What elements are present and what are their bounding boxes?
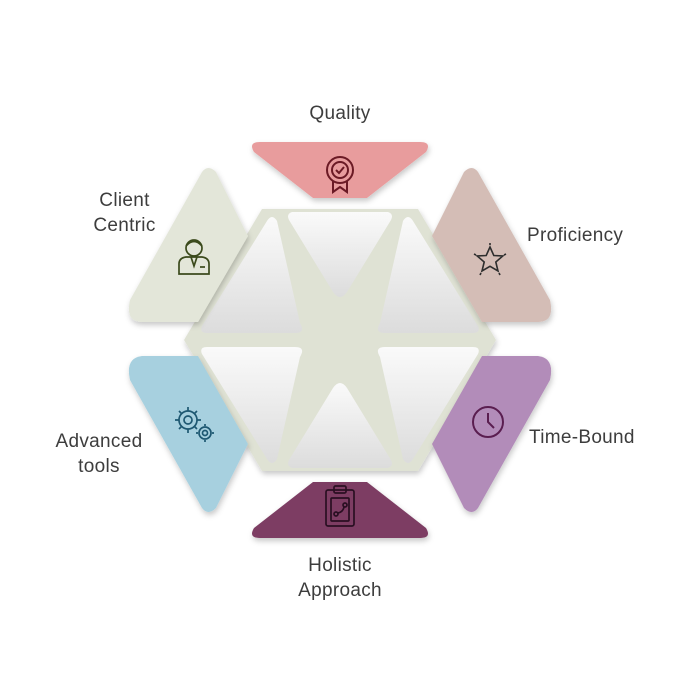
inner-tile-bottom [288, 383, 392, 468]
label-proficiency: Proficiency [527, 223, 667, 248]
label-quality: Quality [270, 101, 410, 126]
label-holistic-approach: Holistic Approach [270, 553, 410, 603]
segment-client-centric[interactable] [128, 168, 248, 322]
segment-time-bound[interactable] [432, 356, 552, 512]
label-advanced-line-2: tools [78, 456, 120, 477]
label-client-line-1: Client [99, 190, 150, 211]
inner-tiles [201, 212, 479, 468]
label-holistic-line-1: Holistic [308, 555, 372, 576]
label-holistic-line-2: Approach [298, 580, 382, 601]
person-icon [178, 239, 210, 275]
award-badge-icon [326, 156, 354, 194]
label-time-bound: Time-Bound [529, 425, 669, 450]
segment-quality[interactable] [252, 142, 428, 198]
label-quality-line-1: Quality [309, 103, 371, 124]
inner-tile-upper-left [201, 217, 303, 333]
gears-icon [175, 407, 214, 442]
inner-tile-lower-left [201, 347, 303, 463]
clipboard-icon [325, 485, 355, 527]
label-client-line-2: Centric [93, 215, 156, 236]
label-client-centric: Client Centric [62, 188, 187, 238]
inner-tile-top [288, 212, 392, 297]
segment-proficiency[interactable] [432, 168, 552, 322]
inner-tile-lower-right [377, 347, 479, 463]
label-time-bound-line-1: Time-Bound [529, 427, 635, 448]
label-proficiency-line-1: Proficiency [527, 225, 624, 246]
segment-holistic-approach[interactable] [252, 482, 428, 538]
inner-tile-upper-right [377, 217, 479, 333]
star-icon [473, 243, 507, 276]
label-advanced-tools: Advanced tools [34, 429, 164, 479]
segment-advanced-tools[interactable] [128, 356, 248, 512]
label-advanced-line-1: Advanced [55, 431, 143, 452]
clock-icon [472, 406, 504, 438]
